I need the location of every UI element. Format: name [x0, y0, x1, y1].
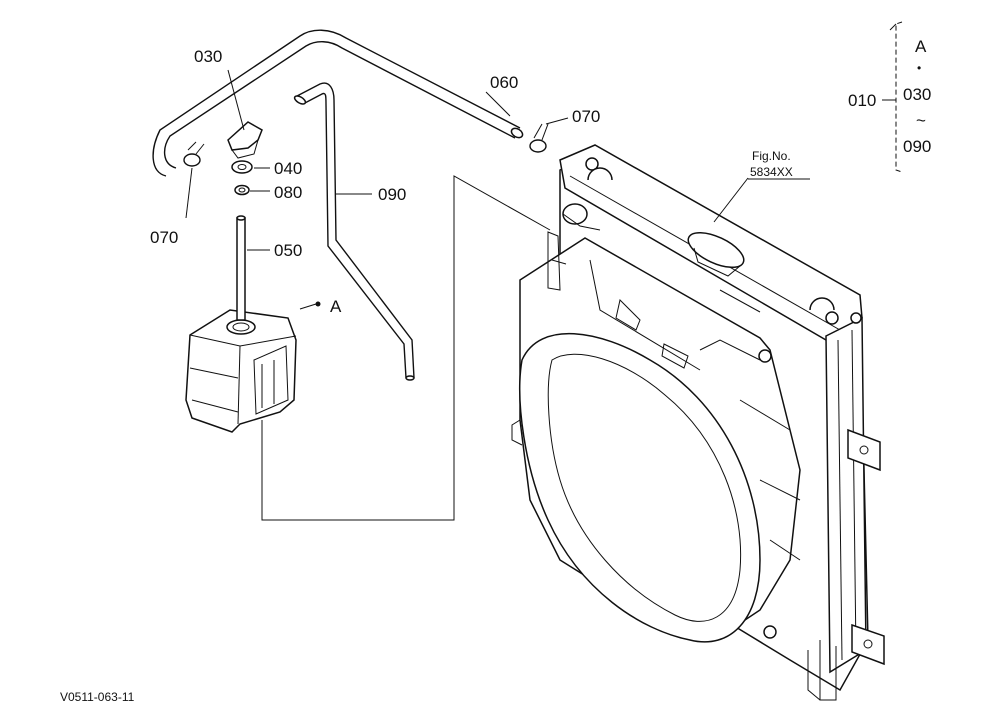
part-labels: 030 040 080 050 060 070 070 090 A	[150, 47, 600, 316]
label-030: 030	[194, 47, 222, 66]
fig-ref-line1: Fig.No.	[752, 149, 791, 163]
fig-ref-line2: 5834XX	[750, 165, 793, 179]
label-080: 080	[274, 183, 302, 202]
point-a-dot	[315, 301, 321, 307]
label-070-right: 070	[572, 107, 600, 126]
legend-to: 090	[903, 137, 931, 156]
fig-reference: Fig.No. 5834XX	[750, 149, 793, 179]
label-060: 060	[490, 73, 518, 92]
legend-from: 030	[903, 85, 931, 104]
reserve-tank	[185, 309, 297, 433]
clamp-070-right	[529, 123, 549, 153]
assembly-legend: A • 010 030 ~ 090	[848, 21, 931, 173]
leader-lines	[185, 69, 810, 521]
washer-080	[234, 184, 250, 196]
label-a: A	[330, 297, 342, 316]
pipe-050	[236, 215, 246, 321]
hose-090	[293, 82, 415, 381]
drawing-code: V0511-063-11	[60, 690, 135, 704]
label-090: 090	[378, 185, 406, 204]
legend-tilde: ~	[916, 111, 926, 130]
cap-030	[227, 121, 263, 159]
label-050: 050	[274, 241, 302, 260]
label-070-left: 070	[150, 228, 178, 247]
radiator-assembly	[511, 144, 885, 701]
legend-dot: •	[917, 61, 921, 75]
hose-060	[152, 29, 524, 177]
clamp-070-left	[183, 141, 205, 167]
washer-040	[231, 160, 253, 174]
legend-top: A	[915, 37, 927, 56]
label-040: 040	[274, 159, 302, 178]
legend-group: 010	[848, 91, 876, 110]
